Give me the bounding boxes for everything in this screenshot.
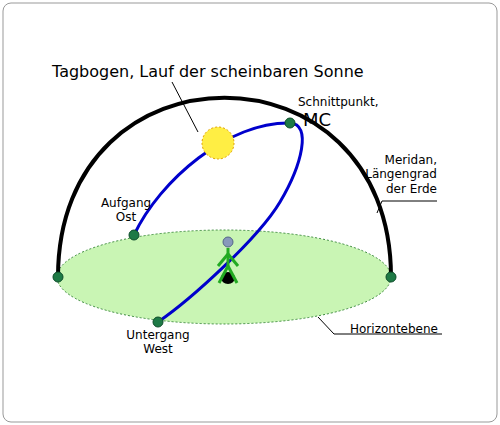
- mc-label: MC: [303, 109, 363, 131]
- arc-caption: Tagbogen, Lauf der scheinbaren Sonne: [52, 62, 412, 81]
- sun: [202, 127, 234, 159]
- meridian-label: Meridan, Längengrad der Erde: [362, 153, 437, 196]
- intersection-label: Schnittpunkt,: [298, 95, 408, 109]
- horizon-plane: [57, 230, 391, 324]
- horizon-label: Horizontebene: [350, 322, 460, 336]
- sun-day-arc: [134, 123, 302, 322]
- frame: [3, 3, 497, 422]
- observer-figure: [218, 248, 238, 283]
- leader-line: [377, 201, 437, 213]
- leader-line: [172, 82, 198, 132]
- meridian-arc: [58, 98, 391, 277]
- marker-dots: [53, 118, 396, 327]
- sunset-label: Untergang West: [118, 328, 198, 357]
- sunrise-label: Aufgang Ost: [96, 196, 156, 225]
- observer-head: [223, 237, 233, 247]
